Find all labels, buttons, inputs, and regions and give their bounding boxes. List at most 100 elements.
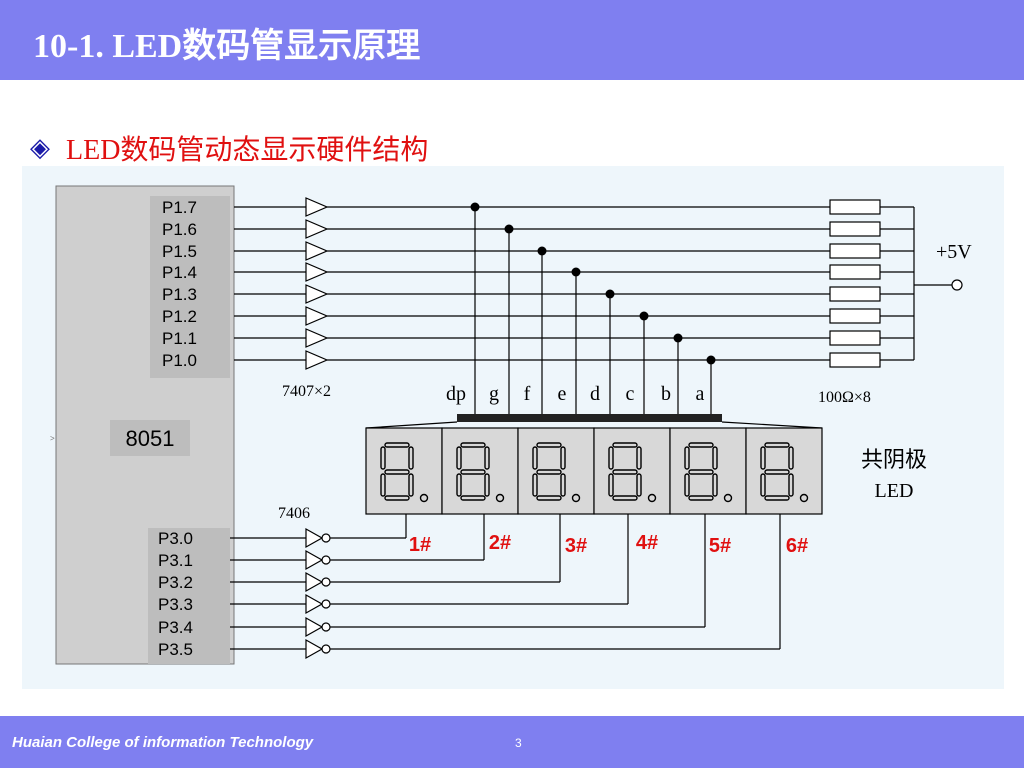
decimal-point bbox=[723, 493, 733, 503]
port3-pin-label: P3.1 bbox=[158, 551, 193, 570]
inverter-7406 bbox=[305, 638, 324, 660]
resistor bbox=[829, 286, 881, 302]
segment-stroke bbox=[408, 446, 414, 470]
segment-label: b bbox=[661, 383, 671, 405]
segment-stroke bbox=[460, 469, 486, 475]
port1-pin-label: P1.4 bbox=[162, 263, 197, 282]
header-bar: 10-1. LED数码管显示原理 bbox=[0, 0, 1024, 80]
segment-stroke bbox=[788, 446, 794, 470]
digit-housing bbox=[441, 427, 519, 515]
bus-fan-right bbox=[721, 421, 823, 429]
segment-label: f bbox=[524, 383, 531, 405]
segment-stroke bbox=[788, 473, 794, 497]
inverter-7406 bbox=[305, 571, 324, 593]
segment-stroke bbox=[608, 446, 614, 470]
digit-housing bbox=[669, 427, 747, 515]
segment-stroke bbox=[560, 473, 566, 497]
port3-pin-label: P3.3 bbox=[158, 595, 193, 614]
resistor-label: 100Ω×8 bbox=[818, 389, 871, 406]
port1-pin-label: P1.7 bbox=[162, 198, 197, 217]
diamond-bullet-icon: ◈ bbox=[30, 133, 50, 163]
segment-stroke bbox=[764, 495, 790, 501]
bus-fan-left bbox=[365, 421, 458, 429]
mcu-pin-mark: > bbox=[50, 434, 55, 443]
mcu-label: 8051 bbox=[126, 426, 175, 451]
segment-label: a bbox=[696, 383, 705, 405]
footer-text: Huaian College of information Technology bbox=[12, 734, 314, 751]
segment-stroke bbox=[536, 442, 562, 448]
bullet-text: LED数码管动态显示硬件结构 bbox=[66, 135, 429, 166]
decimal-point bbox=[419, 493, 429, 503]
page-number: 3 bbox=[515, 736, 522, 750]
bullet-line: ◈ LED数码管动态显示硬件结构 bbox=[30, 128, 428, 168]
segment-stroke bbox=[688, 495, 714, 501]
buffer-top-label: 7407×2 bbox=[282, 383, 331, 400]
segment-stroke bbox=[764, 442, 790, 448]
resistor bbox=[829, 330, 881, 346]
inverter-bubble bbox=[321, 577, 331, 587]
segment-stroke bbox=[608, 473, 614, 497]
inverter-bubble bbox=[321, 622, 331, 632]
segment-stroke bbox=[460, 442, 486, 448]
resistor bbox=[829, 264, 881, 280]
display-bus-bar bbox=[457, 414, 722, 422]
segment-stroke bbox=[456, 473, 462, 497]
resistor bbox=[829, 221, 881, 237]
segment-stroke bbox=[684, 473, 690, 497]
segment-stroke bbox=[636, 473, 642, 497]
decimal-point bbox=[571, 493, 581, 503]
port1-pin-label: P1.3 bbox=[162, 285, 197, 304]
inverter-7406 bbox=[305, 527, 324, 549]
digit-housing bbox=[745, 427, 823, 515]
segment-stroke bbox=[384, 495, 410, 501]
segment-stroke bbox=[712, 473, 718, 497]
digit-number-label: 1# bbox=[409, 534, 431, 556]
inverter-7406 bbox=[305, 616, 324, 638]
segment-stroke bbox=[536, 495, 562, 501]
segment-stroke bbox=[384, 469, 410, 475]
decimal-point bbox=[799, 493, 809, 503]
display-led-label: LED bbox=[875, 480, 914, 502]
buffer-7407 bbox=[305, 219, 329, 239]
segment-label: c bbox=[626, 383, 635, 405]
resistor bbox=[829, 352, 881, 368]
segment-stroke bbox=[636, 446, 642, 470]
mcu-label-box bbox=[110, 420, 190, 456]
segment-stroke bbox=[612, 469, 638, 475]
vcc-terminal bbox=[951, 279, 963, 291]
inverter-7406 bbox=[305, 549, 324, 571]
segment-label: g bbox=[489, 383, 499, 405]
digit-number-label: 4# bbox=[636, 532, 658, 554]
segment-stroke bbox=[380, 473, 386, 497]
segment-stroke bbox=[532, 473, 538, 497]
segment-stroke bbox=[460, 495, 486, 501]
segment-stroke bbox=[612, 442, 638, 448]
digit-number-label: 3# bbox=[565, 535, 587, 557]
segment-stroke bbox=[612, 495, 638, 501]
port1-pin-label: P1.2 bbox=[162, 307, 197, 326]
segment-stroke bbox=[712, 446, 718, 470]
inverter-bubble bbox=[321, 644, 331, 654]
port3-pin-label: P3.5 bbox=[158, 640, 193, 659]
segment-label: dp bbox=[446, 383, 466, 405]
inverter-7406 bbox=[305, 593, 324, 615]
page-title: 10-1. LED数码管显示原理 bbox=[33, 28, 421, 65]
decimal-point bbox=[647, 493, 657, 503]
segment-stroke bbox=[484, 473, 490, 497]
digit-number-label: 5# bbox=[709, 535, 731, 557]
inverter-bubble bbox=[321, 555, 331, 565]
port1-pin-label: P1.5 bbox=[162, 242, 197, 261]
port3-box bbox=[148, 528, 230, 664]
segment-stroke bbox=[688, 469, 714, 475]
segment-label: e bbox=[558, 383, 567, 405]
resistor bbox=[829, 308, 881, 324]
segment-stroke bbox=[532, 446, 538, 470]
decimal-point bbox=[495, 493, 505, 503]
port1-pin-label: P1.0 bbox=[162, 351, 197, 370]
display-type-label: 共阴极 bbox=[861, 447, 927, 472]
segment-label: d bbox=[590, 383, 600, 405]
buffer-7407 bbox=[305, 197, 329, 217]
digit-housing bbox=[517, 427, 595, 515]
inverter-bubble bbox=[321, 599, 331, 609]
